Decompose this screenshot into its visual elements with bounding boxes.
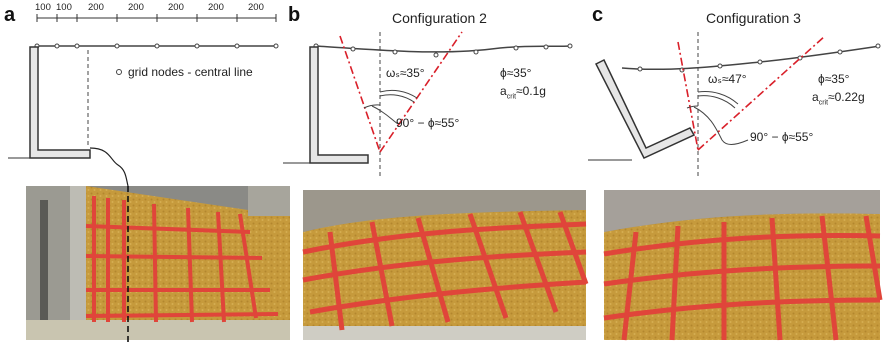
ruler-label: 200 — [248, 2, 264, 13]
ruler-label: 100 — [56, 2, 72, 13]
acrit-label-c: acrit≈0.22g — [812, 90, 865, 107]
angle-label-b: 90° − ϕ≈55° — [396, 116, 460, 130]
ruler-label: 200 — [128, 2, 144, 13]
panel-letter-a: a — [4, 4, 16, 26]
photo-b-grid — [302, 211, 589, 331]
config-2-title: Configuration 2 — [392, 10, 487, 26]
failure-line-right-c — [697, 35, 826, 151]
failure-line-left-b — [339, 35, 381, 153]
phi-label-b: ϕ≈35° — [500, 66, 532, 80]
grid-nodes-c — [637, 43, 881, 73]
photo-a — [26, 186, 290, 345]
ground-surface-line-c — [621, 45, 881, 71]
failure-line-left-c — [677, 41, 699, 151]
ruler-label: 200 — [208, 2, 224, 13]
ruler-label: 100 — [35, 2, 51, 13]
acrit-label-b: acrit≈0.1g — [500, 84, 546, 101]
panel-c-diagram — [588, 32, 881, 178]
omega-arc2-b — [379, 94, 415, 103]
panel-a-diagram — [8, 14, 279, 187]
omega-arc-b — [379, 89, 418, 99]
omega-label-c: ωₛ≈47° — [708, 72, 747, 86]
legend-text: grid nodes - central line — [128, 65, 253, 79]
ruler-label: 200 — [88, 2, 104, 13]
angle-pointer-b — [371, 105, 399, 125]
phi-label-c: ϕ≈35° — [818, 72, 850, 86]
angle-arc-b — [363, 104, 381, 109]
photo-c-grid — [603, 215, 883, 341]
ruler-ticks — [36, 14, 277, 22]
panel-letter-c: c — [592, 4, 604, 26]
retaining-wall-b — [309, 46, 369, 164]
photo-b — [302, 190, 589, 340]
panel-letter-b: b — [288, 4, 301, 26]
photo-c — [603, 190, 883, 341]
angle-arc-c — [686, 105, 699, 109]
panel-b-diagram — [283, 31, 573, 178]
retaining-wall — [29, 46, 91, 159]
ruler-label: 200 — [168, 2, 184, 13]
omega-label-b: ωₛ≈35° — [386, 66, 425, 80]
angle-label-c: 90° − ϕ≈55° — [750, 130, 814, 144]
photo-a-grid — [85, 196, 279, 323]
connector-curve — [89, 147, 129, 187]
retaining-wall-c — [594, 58, 696, 159]
legend-node-icon — [116, 69, 122, 75]
omega-arc2-c — [697, 95, 736, 109]
angle-pointer-c — [693, 106, 749, 145]
omega-arc-c — [697, 91, 739, 105]
config-3-title: Configuration 3 — [706, 10, 801, 26]
